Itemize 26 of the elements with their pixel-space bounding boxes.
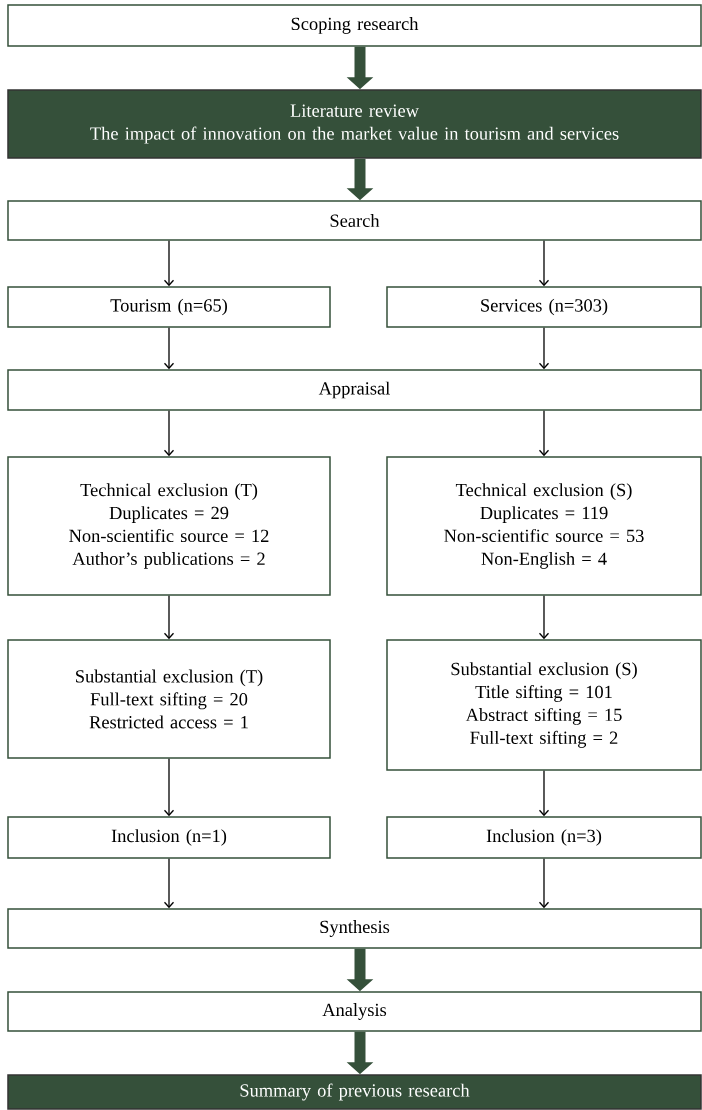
process-box: Technical exclusion (T) Duplicates = 29 Non-scientific source = 12 Author’s publications = 2	[7, 456, 331, 596]
arrow	[538, 595, 550, 640]
arrow	[538, 858, 550, 909]
process-box: Search	[7, 200, 702, 241]
process-box: Analysis	[7, 991, 702, 1032]
process-box: Tourism (n=65)	[7, 286, 331, 328]
arrow	[163, 595, 175, 640]
process-box: Substantial exclusion (S) Title sifting = 101 Abstract sifting = 15 Full-text sifting = 2	[386, 639, 702, 771]
highlighted-box: Literature review The impact of innovation on the market value in tourism and services	[7, 89, 702, 159]
process-box: Synthesis	[7, 908, 702, 949]
arrow	[163, 327, 175, 370]
arrow	[163, 240, 175, 287]
process-box: Services (n=303)	[386, 286, 702, 328]
arrow	[538, 770, 550, 817]
arrow	[538, 410, 550, 457]
process-box: Appraisal	[7, 369, 702, 411]
arrow	[163, 410, 175, 457]
arrow	[163, 758, 175, 817]
arrow	[538, 240, 550, 287]
arrow	[163, 858, 175, 909]
process-box: Scoping research	[7, 4, 702, 47]
process-box: Inclusion (n=1)	[7, 816, 331, 859]
process-box: Inclusion (n=3)	[386, 816, 702, 859]
process-box: Technical exclusion (S) Duplicates = 119 Non-scientific source = 53 Non-English = 4	[386, 456, 702, 596]
arrow	[538, 327, 550, 370]
process-box: Substantial exclusion (T) Full-text sifting = 20 Restricted access = 1	[7, 639, 331, 759]
